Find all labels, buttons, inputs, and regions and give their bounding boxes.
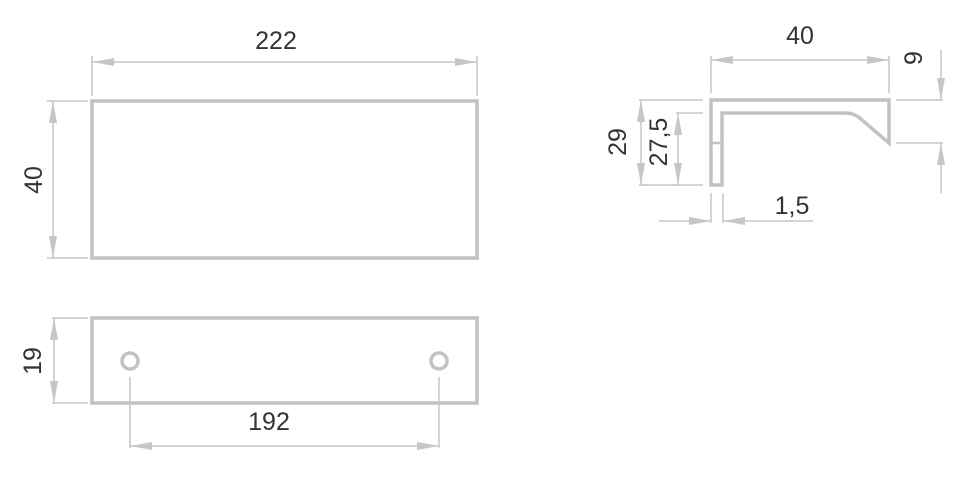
arrow-icon <box>417 442 439 450</box>
inner-height-label: 27,5 <box>645 118 673 167</box>
front-outline <box>90 99 479 260</box>
side-view: 40 9 29 27,5 <box>604 22 945 225</box>
height-dimension: 40 <box>20 100 88 259</box>
arrow-icon <box>711 56 733 64</box>
profile-outline <box>709 98 891 187</box>
total-height-dimension: 29 <box>604 99 703 186</box>
length-label: 222 <box>255 27 297 55</box>
thickness-dimension: 1,5 <box>659 192 813 225</box>
lip-height-label: 9 <box>900 51 928 65</box>
width-label: 40 <box>786 22 814 50</box>
hole-spacing-label: 192 <box>248 408 290 436</box>
arrow-icon <box>455 58 477 66</box>
mounting-hole-right <box>429 351 449 371</box>
inner-height-dimension: 27,5 <box>645 112 703 185</box>
arrow-icon <box>50 381 58 403</box>
arrow-icon <box>637 163 645 185</box>
mounting-hole-left <box>120 351 140 371</box>
arrow-icon <box>937 143 945 165</box>
arrow-icon <box>49 236 57 258</box>
arrow-icon <box>50 318 58 340</box>
depth-label: 19 <box>19 347 47 375</box>
arrow-icon <box>130 442 152 450</box>
bottom-view: 19 192 <box>19 316 479 450</box>
depth-dimension: 19 <box>19 317 88 404</box>
total-height-label: 29 <box>604 128 632 156</box>
height-label: 40 <box>20 166 48 194</box>
length-dimension: 222 <box>91 27 478 96</box>
arrow-icon <box>674 163 682 185</box>
arrow-icon <box>637 100 645 122</box>
arrow-icon <box>937 78 945 100</box>
thickness-label: 1,5 <box>775 192 810 220</box>
arrow-icon <box>674 113 682 135</box>
arrow-icon <box>92 58 114 66</box>
hole-spacing-dimension: 192 <box>129 377 440 450</box>
lip-height-dimension: 9 <box>896 50 945 193</box>
arrow-icon <box>723 217 745 225</box>
arrow-icon <box>689 217 711 225</box>
width-dimension: 40 <box>710 22 890 93</box>
bottom-outline <box>90 316 479 405</box>
arrow-icon <box>867 56 889 64</box>
front-view: 222 40 <box>20 27 479 260</box>
arrow-icon <box>49 101 57 123</box>
